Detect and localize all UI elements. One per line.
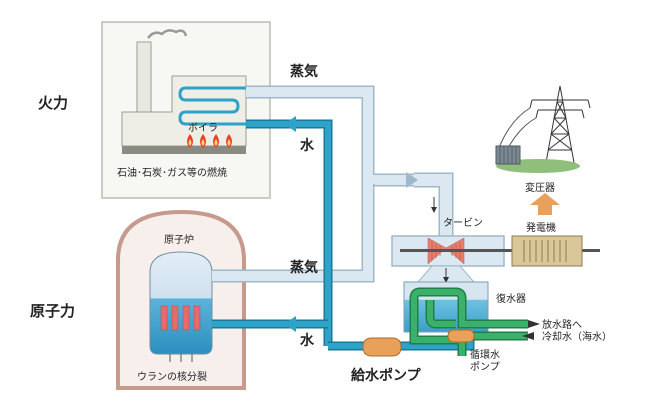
turbine-shaft (400, 249, 600, 252)
generator-body (511, 235, 583, 267)
circulation-pump-icon (447, 329, 475, 343)
condenser-label: 復水器 (496, 292, 526, 305)
fuel-combustion-label: 石油･石炭･ガス等の燃焼 (117, 166, 227, 179)
feed-pump-label: 給水ポンプ (351, 367, 422, 384)
water-arrow-top (284, 116, 296, 132)
cooling-water-label: 冷却水（海水） (542, 330, 612, 343)
boiler-label: ボイラ (188, 122, 218, 134)
steam-pipes (212, 85, 454, 283)
water-label-top: 水 (300, 137, 315, 154)
discharge-label: 放水路へ (542, 318, 582, 331)
discharge-arrow (528, 320, 540, 328)
turbine-label: タービン (443, 217, 483, 229)
cooling-water-loop (409, 287, 528, 356)
control-rods (169, 354, 193, 362)
circulation-pump-label-2: ポンプ (470, 361, 500, 373)
boiler-tubes (178, 86, 246, 126)
reactor-label: 原子炉 (164, 234, 194, 246)
nuclear-label: 原子力 (30, 302, 75, 320)
building-base (122, 146, 246, 154)
reactor-vessel (149, 251, 213, 355)
feed-pump-icon (362, 337, 402, 357)
steam-label-top: 蒸気 (290, 63, 318, 80)
fuel-rods (160, 305, 201, 331)
generator-label: 発電機 (526, 221, 556, 234)
steam-label-bottom: 蒸気 (290, 259, 318, 276)
circulation-pump-label-1: 循環水 (470, 348, 500, 361)
water-pipes (212, 119, 475, 351)
uranium-fission-label: ウランの核分裂 (137, 370, 207, 383)
thermal-label: 火力 (38, 94, 68, 112)
transmission-tower-icon (497, 85, 591, 169)
steam-arrow (406, 172, 418, 188)
power-up-arrow (530, 193, 560, 215)
cooling-intake-arrow (522, 332, 534, 340)
water-label-bottom: 水 (300, 332, 315, 349)
water-arrow-bottom (284, 316, 296, 332)
transformer-label: 変圧器 (525, 181, 555, 194)
smoke (147, 29, 188, 39)
